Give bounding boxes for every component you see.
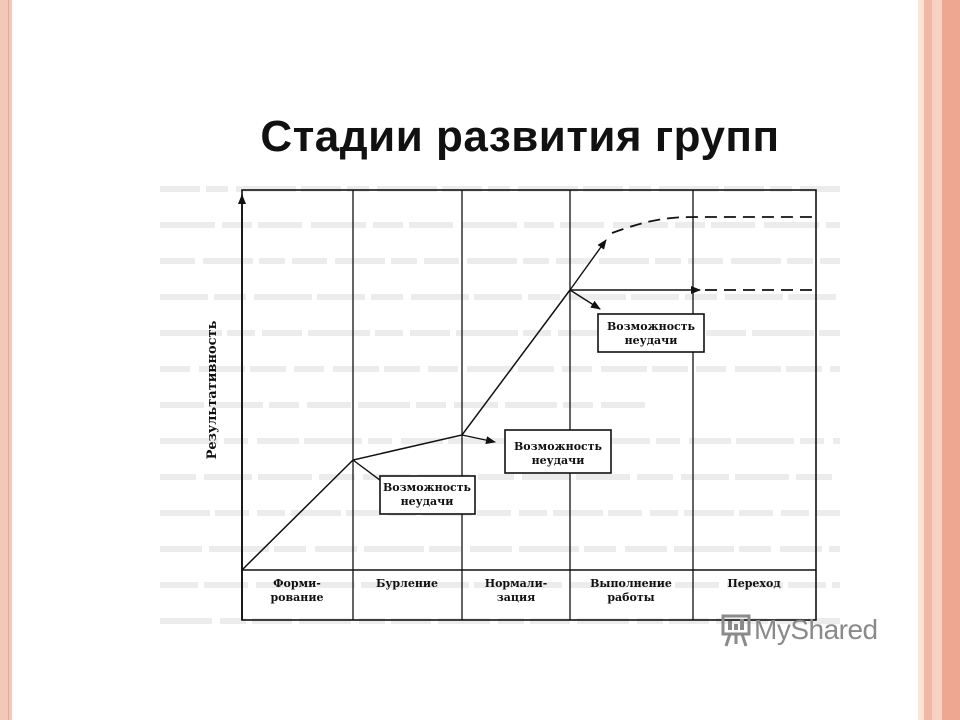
diagram-canvas: Результативность Возможность неудачи Воз…	[160, 186, 840, 624]
failure-box-text: неудачи	[401, 495, 454, 508]
failure-box-text: Возможность	[514, 440, 603, 453]
stage-label-forming: рование	[270, 591, 323, 604]
slide-left-border	[0, 0, 12, 720]
norming-failure-arrow	[461, 434, 496, 445]
slide-right-border	[918, 0, 960, 720]
growth-arrow	[569, 239, 607, 291]
presentation-board-icon	[721, 614, 751, 647]
failure-box-text: Возможность	[607, 320, 696, 333]
stage-label-forming: Форми-	[273, 577, 321, 590]
background-ghost-texture	[160, 186, 840, 624]
performance-curve	[241, 289, 571, 571]
stage-label-storming: Бурление	[376, 577, 438, 590]
failure-box-norming: Возможность неудачи	[504, 429, 612, 474]
stage-label-performing: работы	[607, 591, 654, 604]
failure-box-text: неудачи	[532, 454, 585, 467]
y-axis-label: Результативность	[205, 320, 220, 459]
myshared-watermark: MyShared	[720, 612, 890, 652]
performing-failure-arrow	[569, 289, 601, 310]
failure-box-storming: Возможность неудачи	[379, 475, 476, 515]
stage-label-performing: Выполнение	[590, 577, 672, 590]
watermark-brand-text: MyShared	[754, 614, 878, 645]
failure-box-performing: Возможность неудачи	[597, 313, 705, 353]
failure-box-text: Возможность	[383, 481, 472, 494]
stage-label-transition: Переход	[727, 577, 780, 590]
failure-box-text: неудачи	[625, 334, 678, 347]
stage-label-norming: зация	[497, 591, 536, 604]
stage-label-norming: Нормали-	[485, 577, 548, 590]
upper-dashed-trend	[611, 216, 816, 234]
group-development-diagram: Результативность Возможность неудачи Воз…	[150, 175, 850, 645]
slide-title: Стадии развития групп	[260, 112, 780, 161]
